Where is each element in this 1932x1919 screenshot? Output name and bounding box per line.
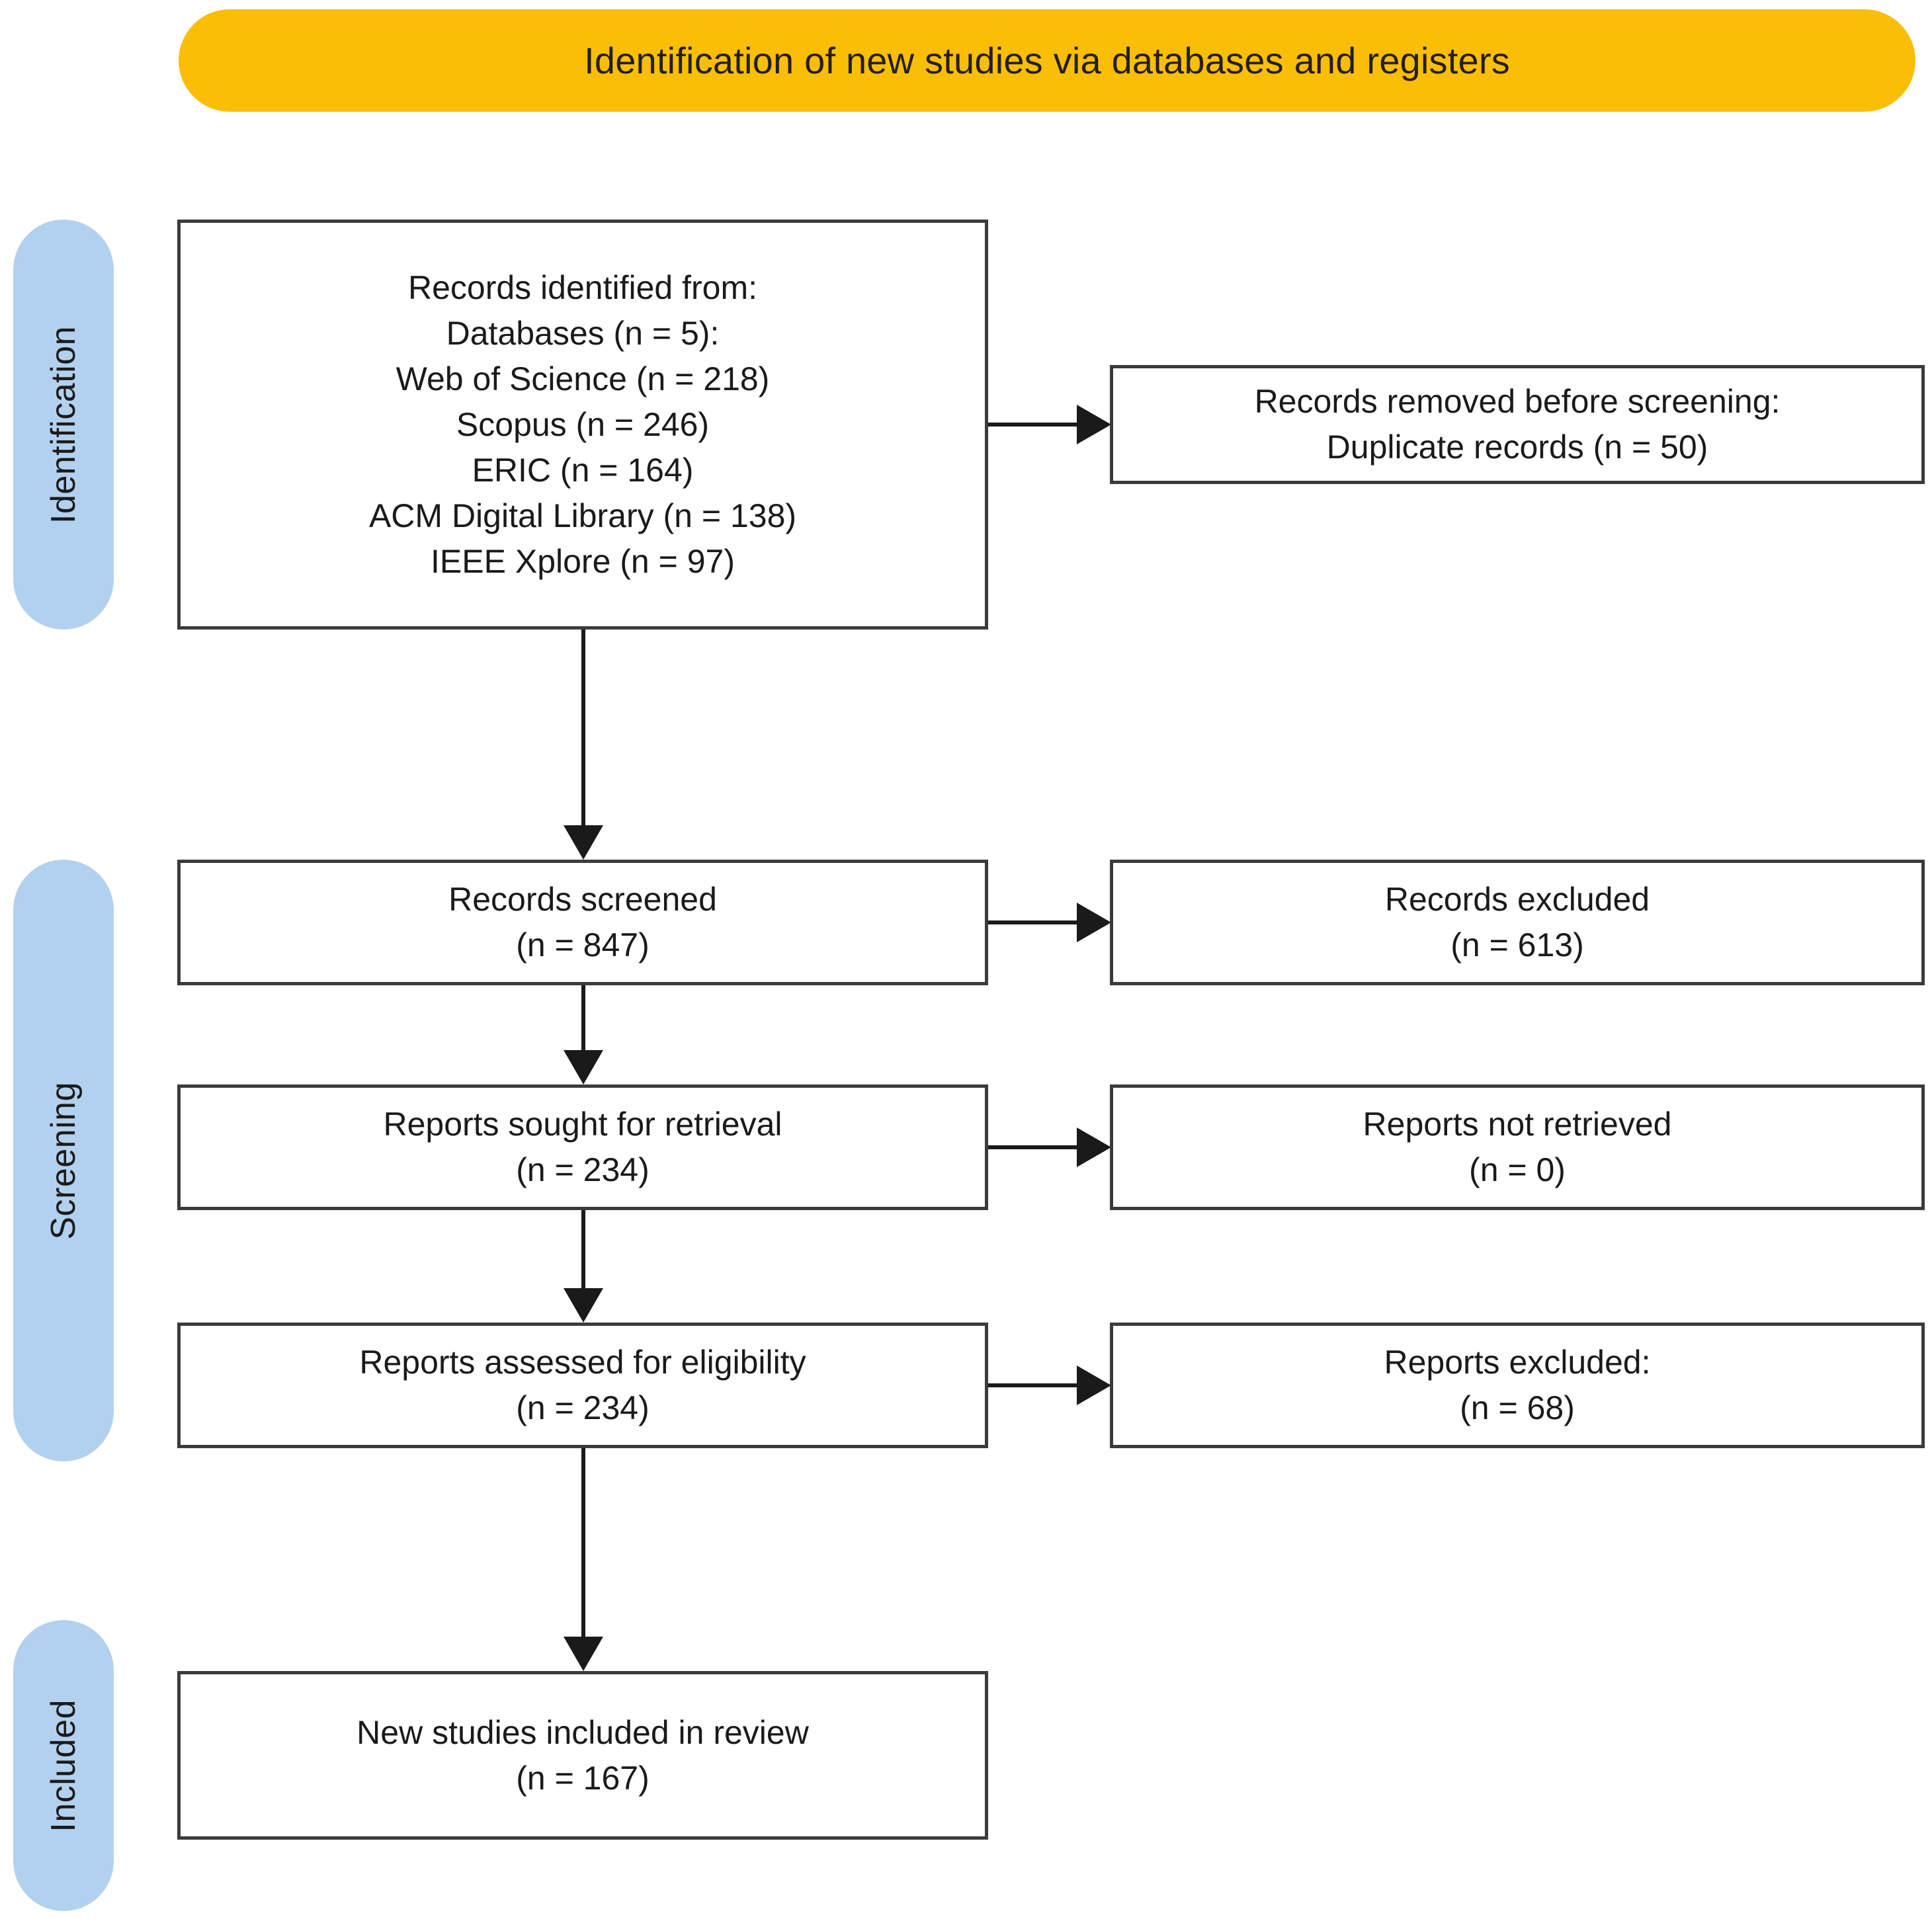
box-line: (n = 234) [516, 1389, 650, 1426]
stage-label-included-text: Included [44, 1699, 83, 1832]
box-line: Records excluded [1384, 881, 1650, 918]
arrowhead-screened-to-sought [564, 1050, 603, 1084]
connector-assessed-to-repexcluded [988, 1383, 1077, 1387]
box-reports-assessed: Reports assessed for eligibility (n = 23… [177, 1323, 988, 1448]
connector-assessed-to-included [581, 1448, 585, 1637]
box-reports-sought: Reports sought for retrieval (n = 234) [177, 1084, 988, 1210]
box-line: Web of Science (n = 218) [396, 360, 770, 397]
box-line: ERIC (n = 164) [472, 451, 694, 489]
box-line: (n = 847) [516, 926, 650, 963]
box-line: (n = 68) [1460, 1389, 1575, 1426]
arrowhead-identified-to-screened [564, 825, 603, 860]
box-line: (n = 234) [516, 1151, 650, 1188]
box-line: Records removed before screening: [1254, 383, 1781, 420]
box-records-removed: Records removed before screening: Duplic… [1110, 365, 1925, 484]
stage-label-screening: Screening [13, 860, 114, 1461]
box-line: (n = 167) [516, 1759, 650, 1797]
box-line: Reports excluded: [1384, 1344, 1651, 1381]
box-line: Reports sought for retrieval [383, 1106, 782, 1143]
stage-label-identification-text: Identification [44, 325, 83, 524]
connector-sought-to-notretrieved [988, 1145, 1077, 1149]
box-line: IEEE Xplore (n = 97) [431, 542, 735, 580]
box-line: Reports assessed for eligibility [359, 1344, 806, 1381]
connector-sought-to-assessed [581, 1210, 585, 1288]
box-records-screened: Records screened (n = 847) [177, 860, 988, 985]
box-line: Duplicate records (n = 50) [1326, 429, 1708, 466]
box-line: (n = 0) [1469, 1151, 1566, 1188]
box-reports-excluded: Reports excluded: (n = 68) [1110, 1323, 1925, 1448]
page-title: Identification of new studies via databa… [584, 40, 1510, 81]
stage-label-included: Included [13, 1620, 114, 1911]
box-line: New studies included in review [357, 1713, 809, 1751]
arrowhead-assessed-to-repexcluded [1077, 1366, 1111, 1405]
box-reports-not-retrieved: Reports not retrieved (n = 0) [1110, 1084, 1925, 1210]
arrowhead-screened-to-excluded [1077, 903, 1111, 942]
stage-label-identification: Identification [13, 220, 114, 630]
diagram-header-banner: Identification of new studies via databa… [179, 9, 1915, 112]
box-line: ACM Digital Library (n = 138) [368, 497, 797, 534]
box-records-excluded: Records excluded (n = 613) [1110, 860, 1925, 985]
box-new-studies-included: New studies included in review (n = 167) [177, 1671, 988, 1840]
connector-identified-to-screened [581, 630, 585, 825]
arrowhead-assessed-to-included [564, 1637, 603, 1671]
connector-screened-to-sought [581, 985, 585, 1050]
arrowhead-sought-to-assessed [564, 1288, 603, 1323]
connector-identified-to-removed [988, 423, 1077, 427]
box-line: (n = 613) [1450, 926, 1584, 963]
box-line: Scopus (n = 246) [456, 405, 710, 443]
box-line: Databases (n = 5): [446, 314, 720, 352]
arrowhead-sought-to-notretrieved [1077, 1127, 1111, 1167]
stage-label-screening-text: Screening [44, 1081, 83, 1240]
box-line: Records identified from: [407, 268, 757, 306]
box-line: Records screened [448, 881, 717, 918]
box-line: Reports not retrieved [1363, 1106, 1672, 1143]
arrowhead-identified-to-removed [1077, 405, 1111, 444]
connector-screened-to-excluded [988, 920, 1077, 924]
box-records-identified: Records identified from: Databases (n = … [177, 220, 988, 630]
